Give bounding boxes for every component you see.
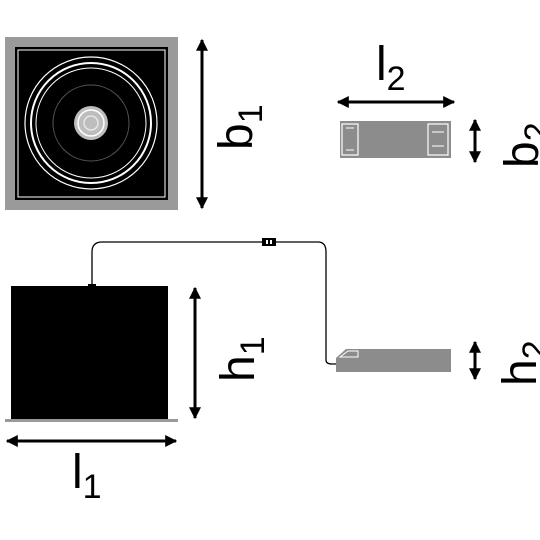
reflector-ring	[30, 62, 152, 184]
lens	[74, 106, 108, 140]
cable-connector	[262, 238, 276, 246]
b2-label: b2	[496, 122, 540, 168]
trim-flange	[5, 419, 178, 422]
b1-label: b1	[210, 104, 270, 150]
driver-body-top	[340, 121, 451, 158]
reflector-inner-ring	[35, 67, 147, 179]
inner-housing-outline	[17, 49, 166, 198]
driver-terminal-left	[341, 123, 359, 156]
driver-side-view	[336, 349, 451, 372]
outer-ring	[24, 56, 158, 190]
driver-terminal-right	[427, 123, 449, 156]
driver-top-view	[340, 121, 451, 158]
cable-left	[91, 241, 262, 286]
luminaire-side-view	[11, 286, 168, 420]
h1-label: h1	[212, 336, 272, 382]
l1-label: l1	[72, 446, 102, 506]
connector-detail	[266, 240, 268, 244]
driver-body-side	[336, 349, 451, 372]
luminaire-top-view	[5, 37, 178, 210]
l2-label: l2	[376, 38, 406, 98]
lens-center	[83, 115, 99, 131]
reflector-shadow-ring	[52, 84, 130, 162]
lens-ring	[77, 109, 105, 137]
connector-detail	[270, 240, 272, 244]
cable-right	[276, 241, 340, 365]
driver-side-detail	[338, 350, 359, 358]
h2-label: h2	[494, 340, 540, 386]
